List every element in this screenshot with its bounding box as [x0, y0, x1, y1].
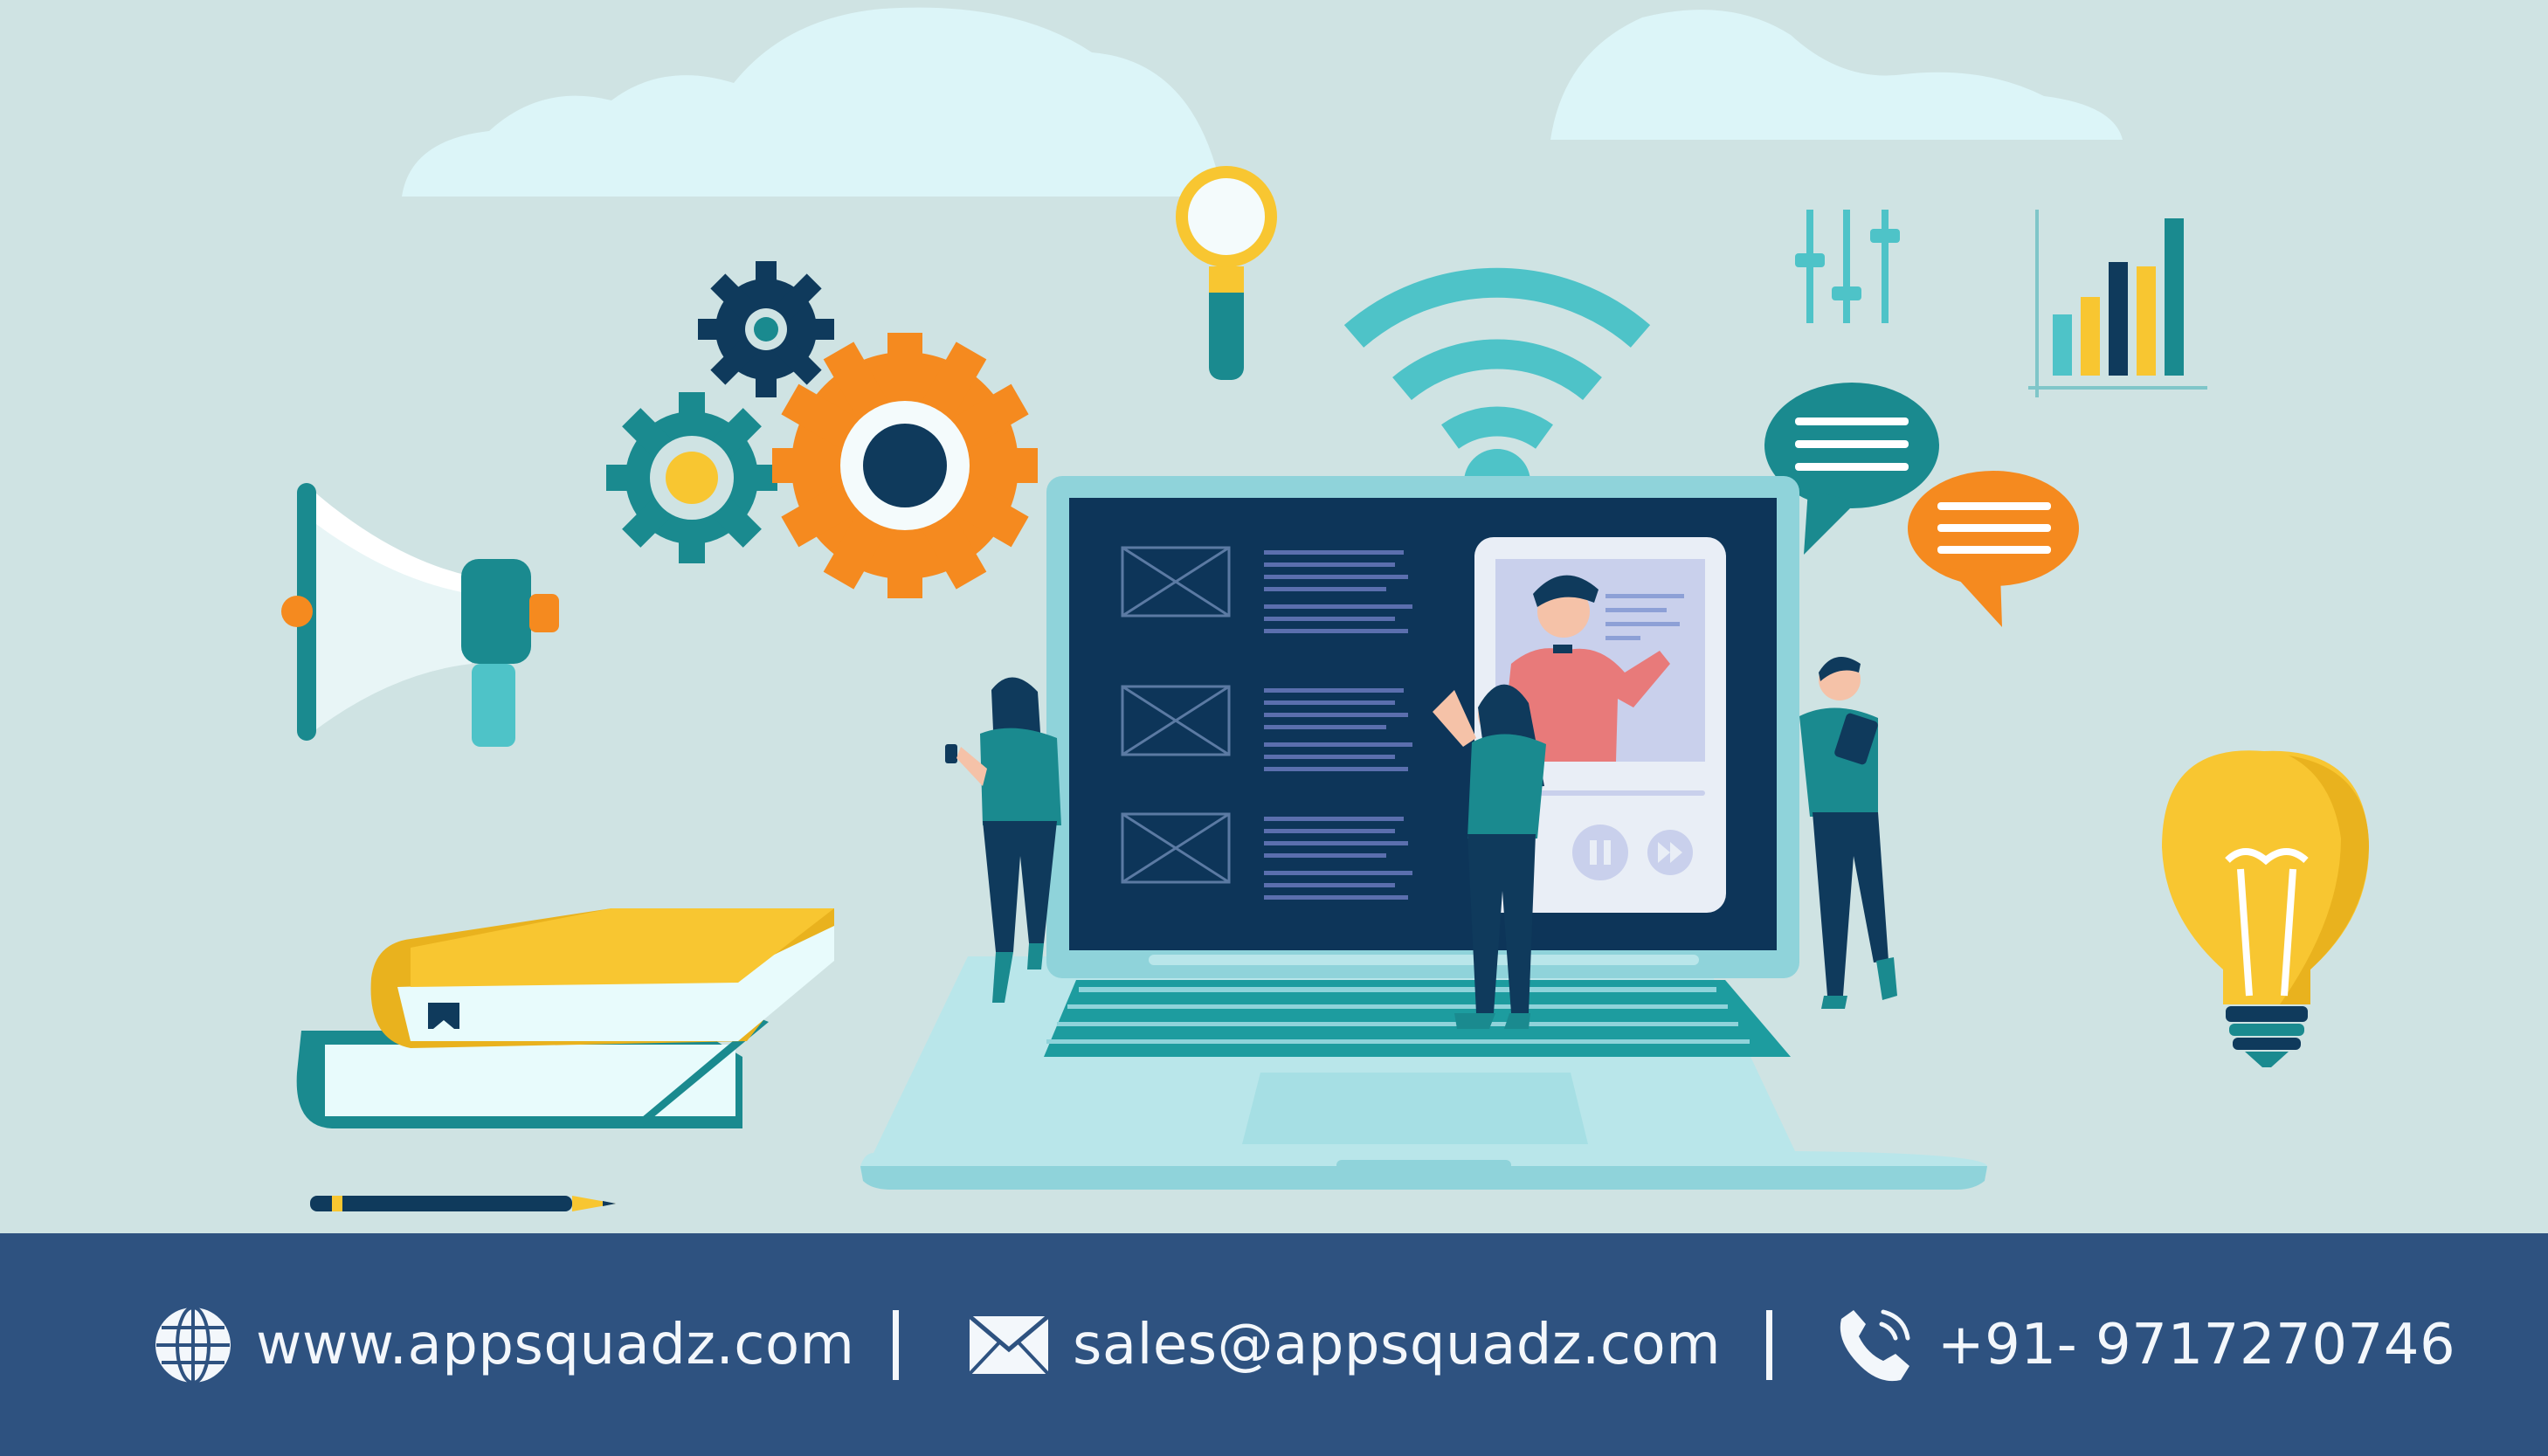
- books-icon: [296, 908, 835, 1128]
- phone-contact[interactable]: +91- 9717270746: [1834, 1233, 2455, 1456]
- pencil-icon: [310, 1196, 616, 1211]
- gear-orange-icon: [772, 333, 1038, 598]
- chat-bubble-teal-icon: [1764, 383, 1939, 555]
- megaphone-icon: [281, 483, 559, 747]
- website-text: www.appsquadz.com: [256, 1312, 855, 1377]
- cloud-right: [1550, 10, 2123, 141]
- person-woman-phone: [945, 677, 1061, 1003]
- cloud-left: [402, 7, 1223, 197]
- pause-icon: [1572, 825, 1628, 880]
- globe-icon: [155, 1305, 231, 1384]
- screen-image-placeholder-1: [1121, 546, 1231, 618]
- gear-small-icon: [698, 261, 834, 397]
- email-contact[interactable]: sales@appsquadz.com: [968, 1233, 1721, 1456]
- website-contact[interactable]: www.appsquadz.com: [153, 1233, 854, 1456]
- phone-text: +91- 9717270746: [1937, 1312, 2456, 1377]
- person-woman-pointing: [1433, 684, 1546, 1029]
- contact-footer: www.appsquadz.com sales@appsquadz.com +9…: [0, 1233, 2548, 1456]
- wifi-icon: [1343, 267, 1651, 450]
- bar-chart-icon: [2028, 210, 2207, 397]
- magnifier-icon: [1176, 166, 1277, 380]
- screen-image-placeholder-3: [1121, 812, 1231, 884]
- separator: [1766, 1310, 1772, 1380]
- lightbulb-icon: [2162, 750, 2369, 1067]
- laptop-keyboard: [1046, 987, 1750, 1044]
- email-text: sales@appsquadz.com: [1073, 1312, 1722, 1377]
- envelope-icon: [968, 1314, 1050, 1375]
- hero-illustration: [281, 7, 2369, 1211]
- person-man-tablet: [1799, 657, 1897, 1009]
- gear-teal-icon: [606, 392, 777, 563]
- sliders-icon: [1795, 210, 1900, 323]
- phone-icon: [1840, 1309, 1910, 1381]
- screen-text-lines: [1264, 550, 1412, 900]
- separator: [893, 1310, 899, 1380]
- screen-image-placeholder-2: [1121, 685, 1231, 756]
- chat-bubble-orange-icon: [1908, 471, 2079, 627]
